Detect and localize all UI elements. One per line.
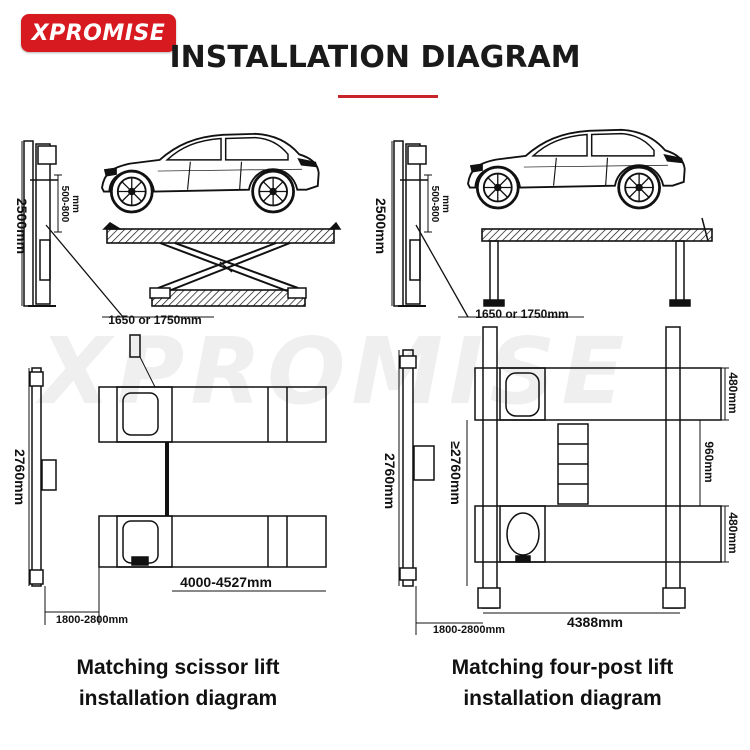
brand-logo: XPROMISE xyxy=(21,14,176,52)
right-plan-post xyxy=(402,349,414,587)
left-plan-view xyxy=(28,334,327,625)
left-plan-width-dim: 4000-4527mm xyxy=(180,574,272,590)
left-plan-post xyxy=(31,367,42,587)
left-caption: Matching scissor lift installation diagr… xyxy=(48,652,308,714)
title-underline xyxy=(338,95,438,98)
scissor-base xyxy=(151,289,306,307)
right-plan-platform-top xyxy=(474,367,722,421)
left-height-dim: 2500mm xyxy=(14,198,30,254)
right-plan-top-dim: 480mm xyxy=(726,372,740,413)
right-post-outer xyxy=(393,140,404,307)
right-plan-depth-dim: 2760mm xyxy=(382,453,398,509)
four-post-platform xyxy=(481,228,713,242)
right-platform-dim-line1: 500-800 xyxy=(429,186,440,223)
left-platform-dim-line2: mm xyxy=(70,195,81,213)
left-post xyxy=(35,143,51,305)
right-plan-view xyxy=(398,326,729,635)
right-caption-line2: installation diagram xyxy=(463,687,662,710)
left-front-dim: 1650 or 1750mm xyxy=(108,313,201,327)
left-car xyxy=(100,132,321,214)
right-car xyxy=(466,128,687,210)
left-caption-line2: installation diagram xyxy=(78,687,278,710)
right-platform-dim-line2: mm xyxy=(440,195,451,213)
scissor-platform xyxy=(106,228,335,244)
left-caption-line1: Matching scissor lift xyxy=(76,656,280,679)
right-plan-bottom-dim: 480mm xyxy=(726,512,740,553)
page-title: INSTALLATION DIAGRAM xyxy=(169,40,581,75)
right-plan-platform-bottom xyxy=(474,505,722,563)
left-plan-platform-bottom xyxy=(98,515,327,568)
right-front-dim: 1650 or 1750mm xyxy=(475,307,568,321)
right-plan-inner-depth-dim: ≥2760mm xyxy=(448,441,464,505)
right-plan-width-dim: 4388mm xyxy=(567,614,623,630)
left-plan-offset-dim: 1800-2800mm xyxy=(56,614,128,626)
right-elevation-view xyxy=(391,140,713,318)
right-plan-mid-dim: 960mm xyxy=(702,441,716,482)
right-caption-line1: Matching four-post lift xyxy=(451,656,674,679)
right-height-dim: 2500mm xyxy=(373,198,389,254)
right-plan-offset-dim: 1800-2800mm xyxy=(433,624,505,636)
left-platform-dim-line1: 500-800 xyxy=(59,186,70,223)
brand-logo-text: XPROMISE xyxy=(31,20,166,46)
right-caption: Matching four-post lift installation dia… xyxy=(420,652,705,714)
left-elevation-view xyxy=(21,140,342,318)
left-plan-depth-dim: 2760mm xyxy=(12,449,28,505)
left-plan-platform-top xyxy=(98,386,327,443)
